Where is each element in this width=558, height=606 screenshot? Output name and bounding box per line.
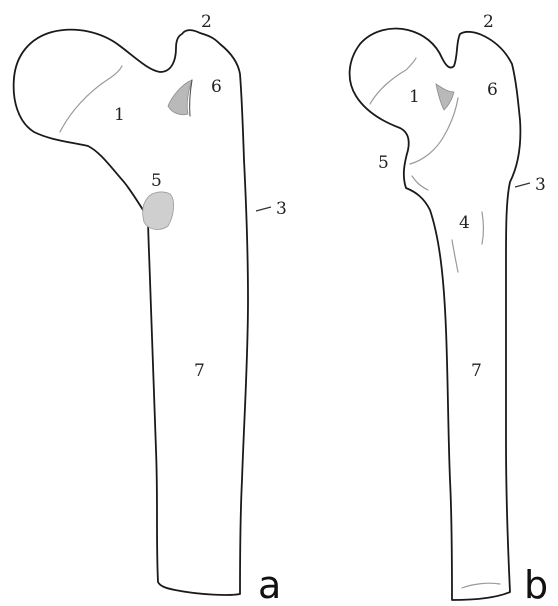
label-2-a: 2 (201, 12, 212, 32)
leader-3-b (515, 183, 530, 187)
panel-label-b: b (524, 563, 548, 606)
label-4-b: 4 (459, 213, 470, 233)
label-6-b: 6 (487, 80, 498, 100)
label-7-b: 7 (471, 361, 482, 381)
panel-label-a: a (258, 563, 281, 606)
label-3-a: 3 (276, 199, 287, 219)
label-2-b: 2 (483, 12, 494, 32)
panel-a: 1 2 3 5 6 7 a (14, 12, 287, 606)
label-7-a: 7 (194, 361, 205, 381)
leader-3-a (256, 207, 271, 211)
label-5-a: 5 (151, 171, 162, 191)
label-3-b: 3 (535, 175, 546, 195)
label-1-a: 1 (114, 105, 125, 125)
label-1-b: 1 (409, 87, 420, 107)
label-6-a: 6 (211, 77, 222, 97)
label-5-b: 5 (378, 153, 389, 173)
panel-b: 1 2 3 4 5 6 7 b (350, 12, 549, 606)
femur-outline-b (350, 29, 521, 600)
lesser-trochanter-a (143, 192, 174, 229)
femur-outline-a (14, 30, 248, 595)
